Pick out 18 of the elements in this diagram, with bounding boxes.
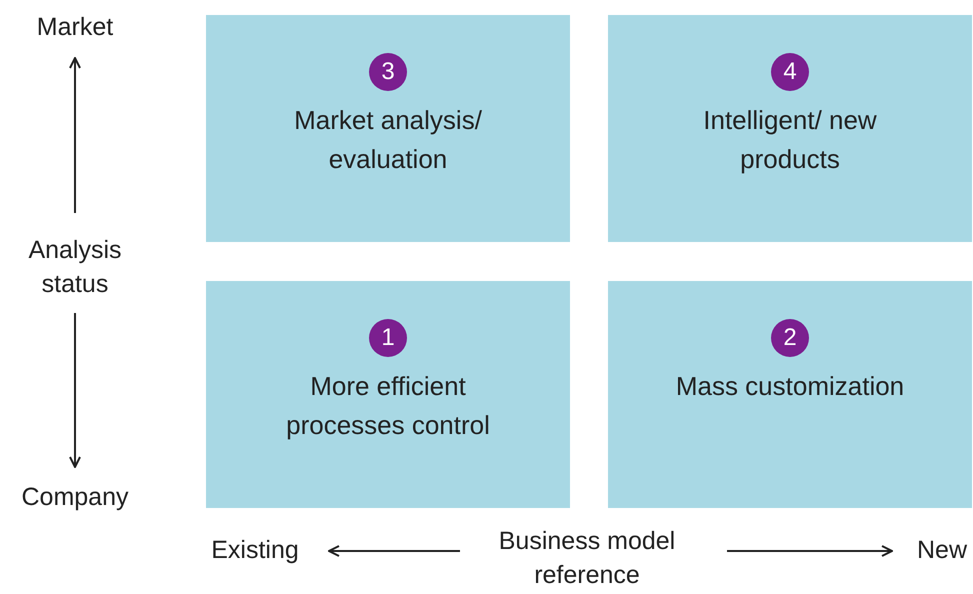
axis-label: Business model reference [498,526,676,591]
number-badge: 4 [771,53,809,91]
axis-label: Analysis status [27,235,123,300]
axis-label: Existing [211,535,299,566]
quadrant-title: More efficient processes control [285,370,491,442]
quadrant-title: Mass customization [676,370,904,403]
axis-label: Market [36,12,114,43]
quadrant-box [206,281,570,508]
quadrant-box [206,15,570,242]
axis-label: New [917,535,967,566]
quadrant-box [608,15,972,242]
number-badge: 1 [369,319,407,357]
quadrant-title: Market analysis/ evaluation [293,104,483,176]
quadrant-box [608,281,972,508]
number-badge: 2 [771,319,809,357]
number-badge: 3 [369,53,407,91]
quadrant-title: Intelligent/ new products [702,104,878,176]
axis-label: Company [22,482,128,513]
